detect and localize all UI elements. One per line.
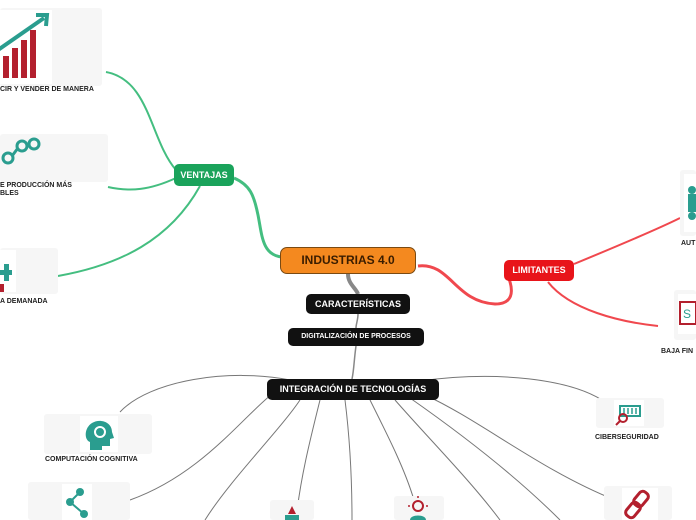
tecnologia-item-idea-card[interactable]: [394, 496, 444, 520]
limitantes-item-2-label: BAJA FIN: [661, 348, 694, 355]
ventajas-item-3-label: A DEMANADA: [0, 298, 48, 305]
central-topic-industrias[interactable]: INDUSTRIAS 4.0: [280, 247, 416, 274]
dollar-sign-icon: S: [678, 294, 696, 334]
puzzle-icon: [684, 174, 696, 232]
tecnologia-item-ciberseguridad-card[interactable]: [596, 398, 664, 428]
svg-text:S: S: [683, 307, 691, 321]
connector-ventajas-item2: [107, 177, 177, 191]
connector-central-ventajas: [233, 176, 283, 259]
plus-icon: [0, 250, 16, 292]
ventajas-item-2-label-line2: BLES: [0, 190, 19, 197]
topic-caracteristicas[interactable]: CARACTERÍSTICAS: [306, 294, 410, 314]
tecnologia-item-ciberseguridad-label: CIBERSEGURIDAD: [595, 434, 659, 441]
ventajas-item-2-card[interactable]: [0, 134, 108, 182]
topic-digitalizacion-procesos[interactable]: DIGITALIZACIÓN DE PROCESOS: [288, 328, 424, 346]
process-nodes-icon: [1, 137, 41, 165]
connector-caracteristicas-digitalizacion: [355, 313, 359, 329]
tecnologia-item-cognitiva-card[interactable]: [44, 414, 152, 454]
growth-chart-icon: [0, 10, 52, 84]
ventajas-item-2-label-line1: E PRODUCCIÓN MÁS: [0, 182, 72, 189]
topic-integracion-tecnologias[interactable]: INTEGRACIÓN DE TECNOLOGÍAS: [267, 379, 439, 400]
security-scan-icon: [614, 400, 644, 426]
chain-link-icon: [622, 488, 658, 520]
network-share-icon: [62, 484, 92, 520]
connector-limitantes-item2: [547, 281, 659, 327]
connector-central-limitantes: [417, 264, 513, 306]
pyramid-icon: [285, 506, 299, 520]
lightbulb-person-icon: [408, 496, 428, 520]
head-gears-icon: [80, 416, 118, 452]
tecnologia-item-network-card[interactable]: [28, 482, 130, 520]
connector-ventajas-item1: [105, 71, 177, 171]
topic-ventajas[interactable]: VENTAJAS: [174, 164, 234, 186]
connector-limitantes-item1: [573, 217, 681, 265]
ventajas-item-3-card[interactable]: [0, 248, 58, 294]
connector-central-caracteristicas: [346, 273, 360, 295]
limitantes-item-1-card[interactable]: [680, 170, 696, 236]
connector-digitalizacion-integracion: [351, 345, 357, 380]
ventajas-item-1-card[interactable]: [0, 8, 102, 86]
tecnologia-item-link-card[interactable]: [604, 486, 672, 520]
limitantes-item-2-card[interactable]: S: [674, 290, 696, 340]
tecnologia-item-pyramid-card[interactable]: [270, 500, 314, 520]
topic-limitantes[interactable]: LIMITANTES: [504, 260, 574, 281]
tecnologia-item-cognitiva-label: COMPUTACIÓN COGNITIVA: [45, 456, 138, 463]
connector-ventajas-item3: [57, 185, 201, 277]
limitantes-item-1-label: AUT: [681, 240, 696, 247]
ventajas-item-1-label: CIR Y VENDER DE MANERA: [0, 86, 94, 93]
